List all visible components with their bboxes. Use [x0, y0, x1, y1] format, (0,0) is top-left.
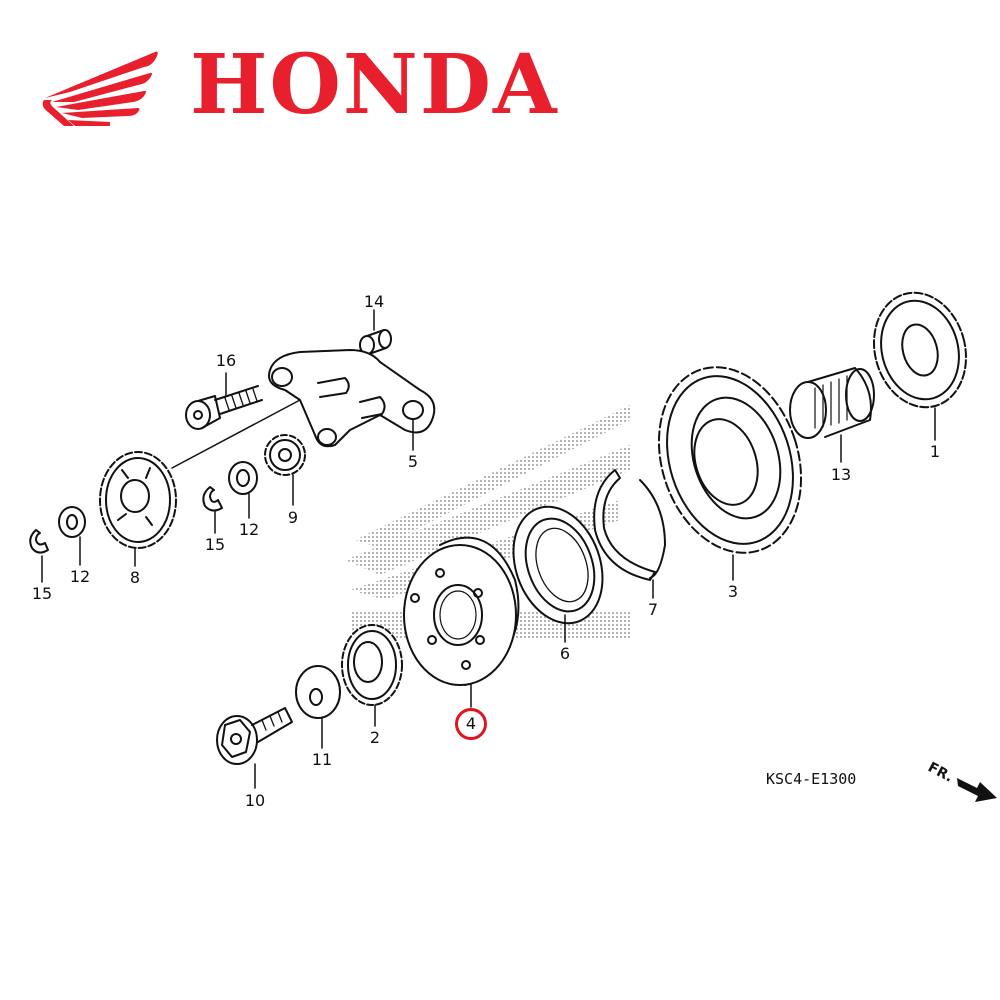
callout-2[interactable]: 2: [369, 728, 381, 747]
callout-12-right[interactable]: 12: [238, 520, 260, 539]
callout-5[interactable]: 5: [407, 452, 419, 471]
part-7-retaining-plate: [593, 469, 666, 599]
part-3-driven-gear: [657, 366, 803, 581]
callout-12-left[interactable]: 12: [69, 567, 91, 586]
part-13-needle-bearing: [789, 367, 875, 463]
callout-3[interactable]: 3: [727, 582, 739, 601]
callout-15-right[interactable]: 15: [204, 535, 226, 554]
part-6-sprag-clutch: [512, 505, 604, 643]
callout-11[interactable]: 11: [311, 750, 333, 769]
callout-7[interactable]: 7: [647, 600, 659, 619]
diagram-code: KSC4-E1300: [766, 770, 857, 788]
callout-10[interactable]: 10: [244, 791, 266, 810]
part-15-circlip-right: [202, 486, 223, 534]
honda-logo: HONDA: [40, 40, 557, 130]
part-12-washer-right: [228, 461, 258, 519]
part-11-thick-washer: [295, 665, 341, 749]
part-4-clutch-outer: [403, 536, 520, 708]
callout-14[interactable]: 14: [363, 292, 385, 311]
part-14-dowel-pin: [359, 309, 392, 355]
front-direction-indicator: FR.: [925, 752, 1000, 807]
part-15-circlip-left: [29, 529, 49, 583]
callout-16[interactable]: 16: [215, 351, 237, 370]
brand-name: HONDA: [190, 37, 559, 133]
front-arrow-icon: FR.: [925, 759, 997, 802]
callout-4-highlighted[interactable]: 4: [455, 708, 487, 740]
callout-13[interactable]: 13: [830, 465, 852, 484]
part-1-splined-gear: [873, 291, 967, 441]
part-5-holder-arm: [268, 349, 436, 451]
callout-9[interactable]: 9: [287, 508, 299, 527]
part-9-small-gear: [264, 434, 306, 506]
part-12-washer-left: [58, 506, 86, 566]
callout-1[interactable]: 1: [929, 442, 941, 461]
callout-6[interactable]: 6: [559, 644, 571, 663]
callout-8[interactable]: 8: [129, 568, 141, 587]
front-label: FR.: [925, 759, 955, 785]
callout-15-left[interactable]: 15: [31, 584, 53, 603]
part-10-flange-bolt: [216, 707, 293, 789]
part-2-splined-gear: [341, 624, 403, 727]
part-8-large-gear: [99, 451, 177, 567]
honda-wing-icon: [42, 51, 158, 126]
part-16-socket-bolt: [185, 372, 263, 430]
